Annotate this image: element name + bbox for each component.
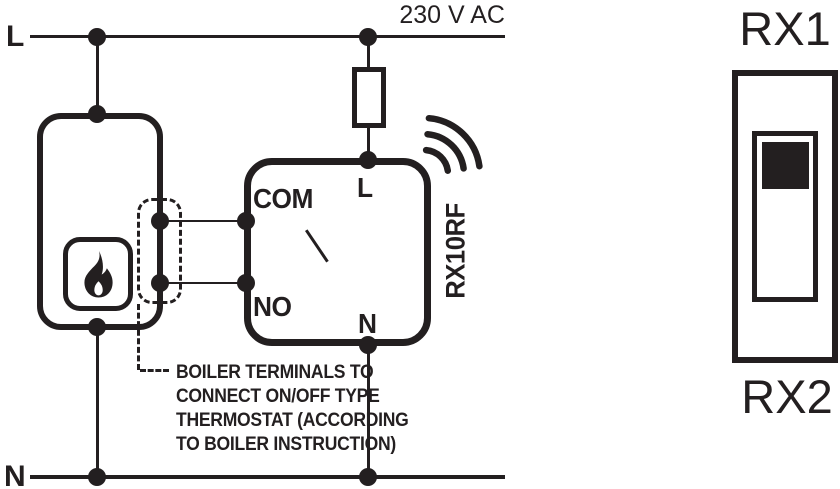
note-leader-horizontal bbox=[140, 369, 169, 372]
junction-dot bbox=[88, 468, 106, 486]
boiler-terminal-dot bbox=[151, 212, 169, 230]
note-line: THERMOSTAT (ACCORDING bbox=[176, 409, 409, 431]
receiver-box bbox=[244, 158, 431, 346]
live-rail-label: L bbox=[6, 20, 25, 53]
neutral-rail-label: N bbox=[4, 460, 26, 489]
com-terminal-label: COM bbox=[253, 183, 313, 214]
flame-badge bbox=[63, 237, 133, 311]
flame-icon bbox=[77, 250, 119, 298]
no-terminal-label: NO bbox=[253, 291, 292, 322]
note-leader-vertical bbox=[137, 304, 140, 370]
junction-dot bbox=[359, 468, 377, 486]
receiver-model-label: RX10RF bbox=[440, 203, 471, 299]
selector-switch-knob bbox=[762, 142, 809, 189]
boiler-terminal-dot bbox=[151, 274, 169, 292]
selector-rx1-label: RX1 bbox=[739, 2, 831, 55]
selector-rx2-label: RX2 bbox=[741, 370, 833, 423]
no-wire bbox=[163, 281, 306, 284]
junction-dot bbox=[88, 28, 106, 46]
junction-dot bbox=[88, 105, 106, 123]
fuse-symbol bbox=[352, 67, 386, 128]
voltage-label: 230 V AC bbox=[399, 1, 505, 29]
live-terminal-label: L bbox=[357, 172, 373, 203]
neutral-rail-line bbox=[30, 475, 505, 479]
note-line: TO BOILER INSTRUCTION) bbox=[176, 433, 396, 455]
boiler-terminals-highlight bbox=[137, 198, 182, 304]
live-terminal-dot bbox=[359, 151, 377, 169]
junction-dot bbox=[359, 28, 377, 46]
com-wire bbox=[163, 219, 306, 222]
neutral-terminal-dot bbox=[359, 336, 377, 354]
note-line: BOILER TERMINALS TO bbox=[176, 361, 374, 383]
live-rail-line bbox=[30, 35, 505, 38]
neutral-terminal-label: N bbox=[358, 308, 377, 339]
no-terminal-dot bbox=[237, 274, 255, 292]
rf-waves-icon bbox=[410, 101, 495, 181]
boiler-terminals-note: BOILER TERMINALS TO CONNECT ON/OFF TYPE … bbox=[176, 360, 409, 456]
junction-dot bbox=[88, 318, 106, 336]
selector-switch-body bbox=[732, 70, 838, 363]
com-terminal-dot bbox=[237, 212, 255, 230]
note-line: CONNECT ON/OFF TYPE bbox=[176, 385, 380, 407]
